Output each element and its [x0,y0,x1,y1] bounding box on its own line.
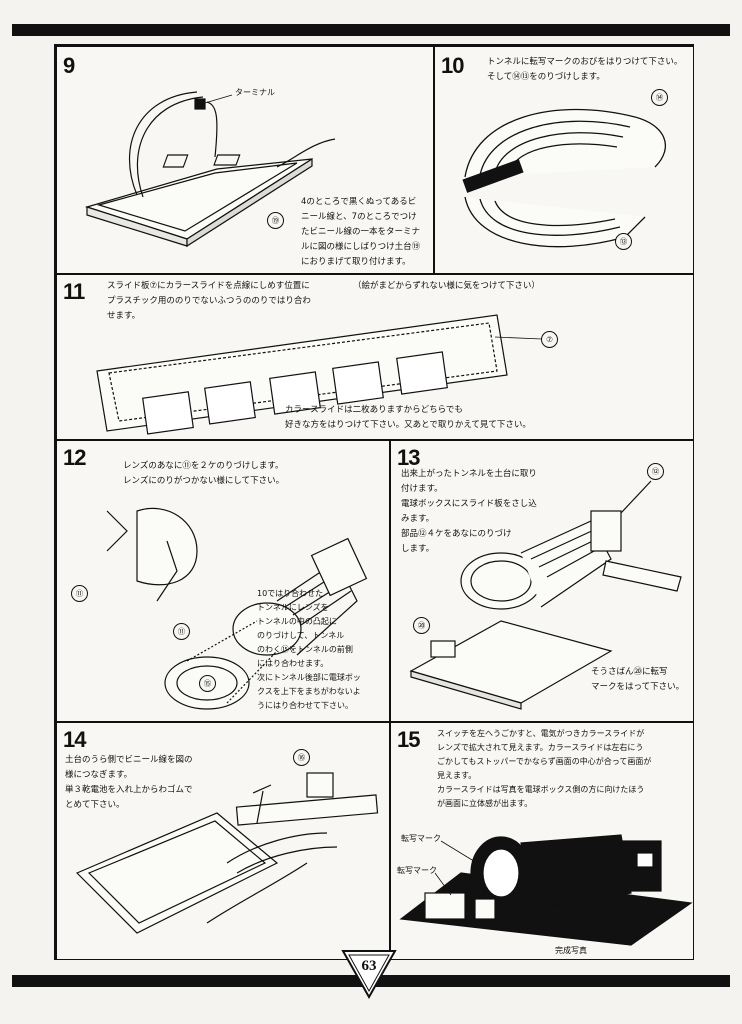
step-15-instructions: スイッチを左へうごかすと、電気がつきカラースライドが レンズで拡大されて見えます… [437,729,652,808]
completed-photo-caption: 完成写真 [555,946,587,955]
step-11-panel: 11 スライド板⑦にカラースライドを点線にしめす位置に プラスチック用ののりでな… [56,274,694,440]
step-10-panel: 10 トンネルに転写マークのおびをはりつけて下さい。 そして⑭⑬をのりづけします… [434,46,694,274]
step-number: 10 [441,53,465,78]
part-7-marker: ⑦ [541,331,558,348]
part-16-marker: ⑯ [293,749,310,766]
terminal-label: ターミナル [235,88,275,97]
step-number: 9 [63,53,75,78]
page-number-badge [341,950,397,999]
step-number: 13 [397,445,421,470]
transfer-mark-label-a: 転写マーク [401,834,441,843]
part-11b-marker: ⑪ [173,623,190,640]
step-12-side-instructions: 10ではり合わせた トンネルにレンズを トンネルの中の凸起に のりづけして、トン… [257,589,361,710]
step-number: 15 [397,727,421,752]
tunnel-halves-illustration [462,108,666,248]
step-14-instructions: 土台のうら側でビニール線を図の 様につなぎます。 単３乾電池を入れ上からわゴムで… [65,755,193,810]
step-12-panel: 12 レンズのあなに⑪を２ケのりづけします。 レンズにのりがつかない様にして下さ… [56,440,390,722]
transfer-mark-label-b: 転写マーク [397,866,437,875]
part-14-marker: ⑭ [651,89,668,106]
completed-photo-illustration [399,834,693,946]
page-number: 63 [361,958,377,974]
step-13-panel: 13 出来上がったトンネルを土台に取り 付けます。 電球ボックスにスライド板をさ… [390,440,694,722]
part-20-marker: ⑳ [413,617,430,634]
top-border-bar [12,24,730,36]
step-9-panel: 9 ターミナル ⑲ 4のところで黒くぬってあるビ ニール線と、7のところでつけ … [56,46,434,274]
step-number: 11 [63,279,85,304]
wiring-underside-illustration [75,772,379,934]
step-12-instructions: レンズのあなに⑪を２ケのりづけします。 レンズにのりがつかない様にして下さい。 [123,461,285,486]
step-number: 14 [63,727,87,752]
tunnel-on-base-illustration [409,480,682,710]
step-13-bottom-note: そうさばん⑳に転写 マークをはって下さい。 [591,667,685,692]
slide-plate-illustration [96,314,543,435]
step-10-instructions: トンネルに転写マークのおびをはりつけて下さい。 そして⑭⑬をのりづけします。 [487,57,683,82]
part-15-marker: ⑮ [199,675,216,692]
part-19-marker: ⑲ [267,212,284,229]
instructions-frame: 9 ターミナル ⑲ 4のところで黒くぬってあるビ ニール線と、7のところでつけ … [54,44,694,960]
step-11-note: （絵がまどからずれない様に気をつけて下さい） [353,281,540,291]
part-13-marker: ⑬ [615,233,632,250]
part-11a-marker: ⑪ [71,585,88,602]
base-with-wires-illustration [84,91,336,248]
step-11-instructions: スライド板⑦にカラースライドを点線にしめす位置に プラスチック用ののりでないふつ… [107,281,311,321]
step-number: 12 [63,445,87,470]
step-13-instructions: 出来上がったトンネルを土台に取り 付けます。 電球ボックスにスライド板をさし込 … [401,469,537,554]
step-9-instructions: 4のところで黒くぬってあるビ ニール線と、7のところでつけ たビニール線の一本を… [301,197,421,267]
step-14-panel: 14 土台のうら側でビニール線を図の 様につなぎます。 単３乾電池を入れ上からわ… [56,722,390,960]
step-11-bottom-note: カラースライドは二枚ありますからどちらでも 好きな方をはりつけて下さい。又あとで… [285,405,531,430]
part-12-marker: ⑫ [647,463,664,480]
lens-and-tunnel-illustration [106,507,368,710]
step-15-panel: 15 スイッチを左へうごかすと、電気がつきカラースライドが レンズで拡大されて見… [390,722,694,960]
